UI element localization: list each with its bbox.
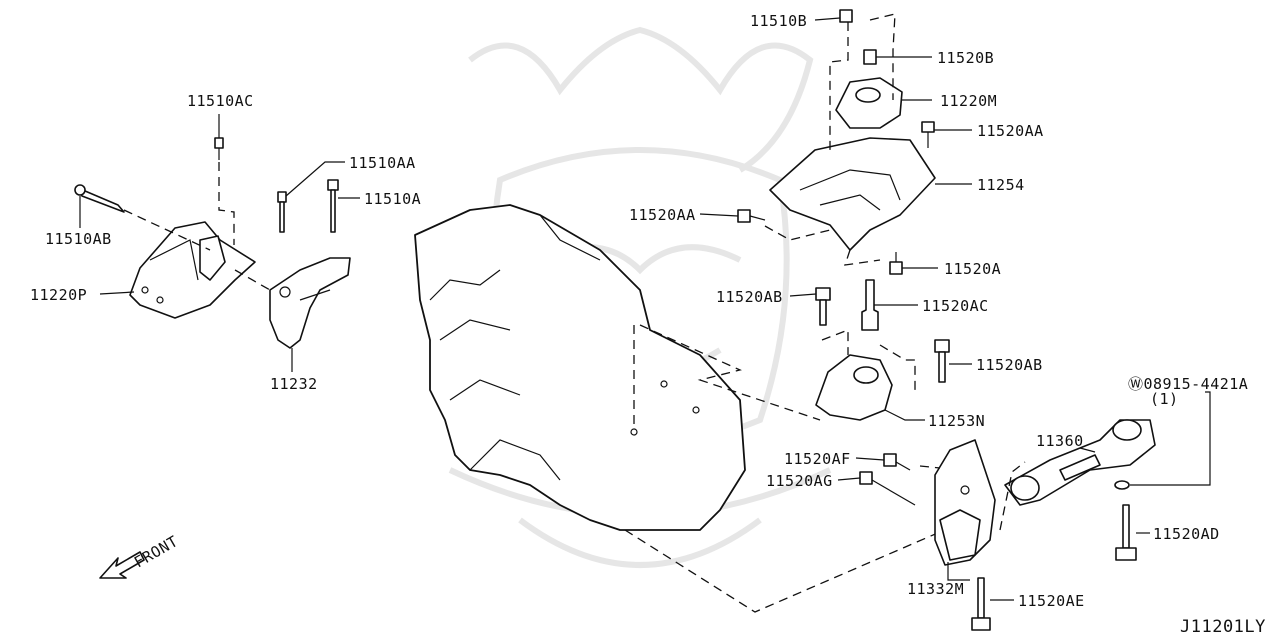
label-11232: 11232 [270, 375, 318, 393]
label-11510aa: 11510AA [349, 154, 416, 172]
dash-11510b [829, 22, 849, 150]
label-11510ac: 11510AC [187, 92, 254, 110]
bolt-11520aa-left [737, 209, 766, 223]
label-11254: 11254 [977, 176, 1025, 194]
part-labels: 11510B 11520B 11220M 11520AA 11254 11520… [30, 12, 1266, 637]
stud-11520ac [861, 279, 879, 331]
label-11510ab: 11510AB [45, 230, 112, 248]
label-11520ab-right: 11520AB [976, 356, 1043, 374]
label-11360: 11360 [1036, 432, 1084, 450]
bolt-11520af [883, 453, 911, 471]
bolt-11520ab-left [815, 287, 831, 326]
label-08915: Ⓦ08915-4421A [1128, 375, 1248, 393]
torque-rod-11360 [1004, 419, 1156, 506]
label-11520ag: 11520AG [766, 472, 833, 490]
middle-mount-11253n [815, 354, 893, 421]
washer-08915 [1114, 480, 1130, 490]
dash-11253n-right [879, 344, 916, 395]
label-11520ab-left: 11520AB [716, 288, 783, 306]
diagram-code: J11201LY [1180, 617, 1266, 637]
label-11520aa-right: 11520AA [977, 122, 1044, 140]
bolt-11520ag [859, 471, 916, 506]
label-11520a: 11520A [944, 260, 1001, 278]
left-mount-bracket [269, 257, 351, 349]
bolt-11520ab-right [934, 339, 950, 383]
upper-mount-insulator-11220m [835, 77, 903, 129]
label-front: FRONT [131, 532, 181, 571]
label-11520ae: 11520AE [1018, 592, 1085, 610]
front-arrow-icon [99, 551, 145, 579]
label-11520af: 11520AF [784, 450, 851, 468]
bolt-11520ae [971, 577, 991, 631]
upper-mount-bracket-11254 [769, 137, 936, 251]
dash-11510ab [123, 209, 211, 251]
label-11520aa-left: 11520AA [629, 206, 696, 224]
dash-11510ac [218, 162, 235, 245]
bolt-11520ad [1115, 504, 1137, 561]
dash-mount-bracket [234, 269, 271, 291]
label-11332m: 11332M [907, 580, 964, 598]
label-08915-qty: (1) [1150, 390, 1179, 408]
label-11220m: 11220M [940, 92, 997, 110]
label-11220p: 11220P [30, 286, 87, 304]
label-11253n: 11253N [928, 412, 985, 430]
bolt-11520a [889, 252, 903, 275]
bolt-11510ac [214, 137, 224, 160]
dash-11520aa [764, 225, 831, 241]
engine-block [414, 204, 941, 613]
upper-mount-bolt-11510b [839, 9, 853, 23]
dash-torque-rod [999, 461, 1026, 531]
bolt-11510a [327, 179, 339, 233]
bolt-11510ab [74, 184, 125, 213]
lower-bracket-11332m [934, 439, 996, 566]
label-11520ad: 11520AD [1153, 525, 1220, 543]
bolt-11510aa [277, 191, 287, 233]
label-11510b: 11510B [750, 12, 807, 30]
upper-mount-collar-11520b [863, 49, 877, 65]
bolt-11520aa-right [921, 121, 935, 148]
dash-11520af [919, 465, 941, 469]
label-11520b: 11520B [937, 49, 994, 67]
left-engine-mount [129, 221, 256, 319]
dash-11520a [844, 249, 881, 266]
label-11510a: 11510A [364, 190, 421, 208]
label-11520ac: 11520AC [922, 297, 989, 315]
leader-lines [79, 17, 1211, 601]
dash-11253n-left [821, 329, 849, 355]
